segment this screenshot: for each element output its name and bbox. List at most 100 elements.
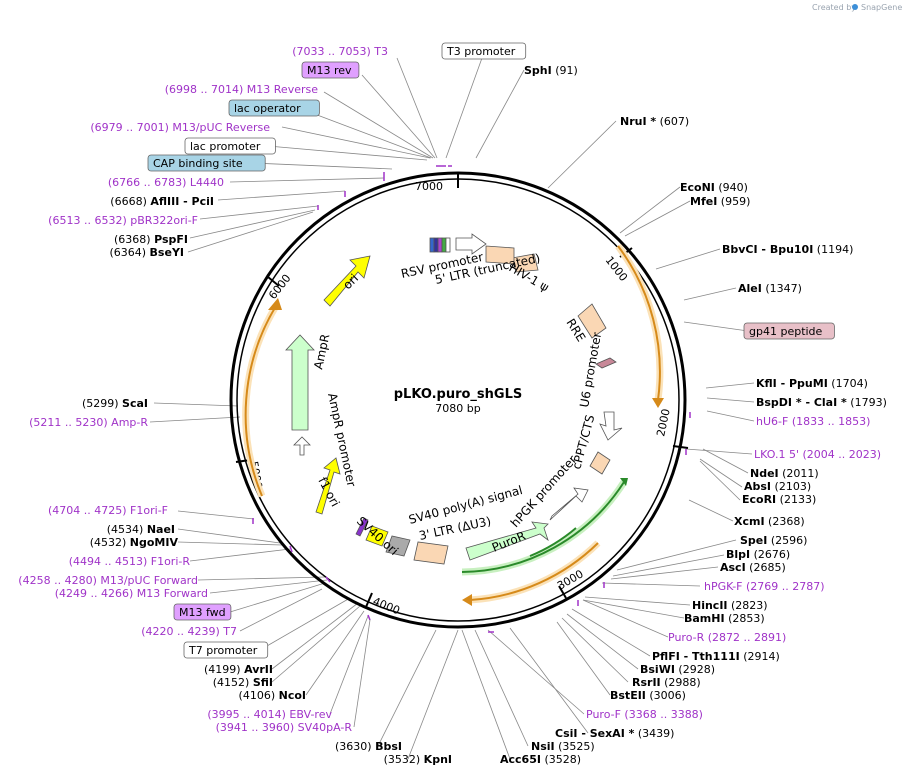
restriction-site-label: (4534) NaeI (107, 523, 175, 536)
primer-label: (7033 .. 7053) T3 (292, 45, 388, 58)
feature-box-label: lac operator (234, 102, 301, 115)
primer-label: (4494 .. 4513) F1ori-R (69, 555, 191, 568)
snapgene-logo-icon (852, 4, 858, 10)
u6-promoter-arrow (599, 411, 623, 441)
primer-label: (5211 .. 5230) Amp-R (29, 416, 148, 429)
restriction-site-label: (6364) BseYI (109, 246, 184, 259)
restriction-site-label: (3532) KpnI (384, 753, 452, 766)
restriction-site-label: RsrII (2988) (632, 676, 701, 689)
restriction-site-label: SpeI (2596) (740, 534, 807, 547)
restriction-site-label: NruI * (607) (620, 115, 689, 128)
feature-shapes (285, 233, 623, 565)
tick-label: 2000 (654, 408, 673, 438)
restriction-site-label: HincII (2823) (692, 599, 768, 612)
restriction-site-label: (4106) NcoI (239, 689, 306, 702)
restriction-site-label: Acc65I (3528) (500, 753, 581, 766)
primer-label: (6979 .. 7001) M13/pUC Reverse (90, 121, 270, 134)
primer-markers (252, 165, 691, 633)
direction-arcs (242, 243, 664, 604)
hpgk-promoter-arrow (549, 487, 589, 521)
feature-u6-promoter: U6 promoter (577, 331, 604, 408)
primer-label: (4220 .. 4239) T7 (141, 625, 237, 638)
feature-box-label: lac promoter (190, 140, 261, 153)
primer-label: (3995 .. 4014) EBV-rev (207, 708, 332, 721)
cap-site-marker (433, 237, 439, 253)
feature-box-label: M13 rev (307, 64, 352, 77)
restriction-site-label: KflI - PpuMI (1704) (756, 377, 868, 390)
sv40-ori-marker (355, 517, 369, 537)
cppt-shape (589, 451, 611, 475)
feature-ampr: AmpR (311, 333, 332, 371)
plasmid-name: pLKO.puro_shGLS (394, 387, 523, 402)
restriction-site-label: BbvCI - Bpu10I (1194) (722, 243, 853, 256)
primer-label: hU6-F (1833 .. 1853) (756, 415, 870, 428)
restriction-site-label: NdeI (2011) (750, 467, 819, 480)
snapgene-credit: Created by SnapGene (812, 3, 902, 12)
sv40-ori-shape (365, 525, 389, 547)
restriction-site-label: MfeI (959) (690, 195, 750, 208)
restriction-site-label: BlpI (2676) (726, 548, 790, 561)
feature-box-label: M13 fwd (179, 606, 226, 619)
restriction-site-label: BspDI * - ClaI * (1793) (756, 396, 887, 409)
primer-label: Puro-R (2872 .. 2891) (668, 631, 786, 644)
restriction-site-label: (4152) SfiI (213, 676, 273, 689)
lac-operator-marker (429, 237, 435, 253)
primer-label: (6513 .. 6532) pBR322ori-F (48, 214, 198, 227)
restriction-site-label: XcmI (2368) (734, 515, 805, 528)
restriction-site-label: BamHI (2853) (684, 612, 765, 625)
restriction-site-label: NsiI (3525) (531, 740, 595, 753)
restriction-site-label: BstEII (3006) (610, 689, 686, 702)
primer-label: hPGK-F (2769 .. 2787) (704, 580, 825, 593)
primer-label: (6766 .. 6783) L4440 (108, 176, 224, 189)
restriction-site-label: AleI (1347) (738, 282, 802, 295)
primer-label: (4258 .. 4280) M13/pUC Forward (18, 574, 198, 587)
ampr-arrow (285, 334, 315, 431)
restriction-site-label: BsiWI (2928) (640, 663, 715, 676)
sv40-polya-shape (385, 535, 411, 557)
restriction-site-label: (5299) ScaI (82, 397, 148, 410)
feature-box (441, 42, 527, 60)
tick-label: 7000 (415, 180, 443, 193)
gp41-marker (595, 357, 617, 369)
t3-marker (441, 237, 447, 253)
restriction-site-label: SphI (91) (524, 64, 578, 77)
restriction-site-label: (6368) PspFI (114, 233, 188, 246)
arc-arrowheads (268, 298, 664, 606)
rre-shape (577, 303, 607, 339)
rsv-promoter-arrow (455, 233, 487, 255)
primer-label: (4249 .. 4266) M13 Forward (55, 587, 208, 600)
restriction-site-label: (6668) AflIII - PciI (110, 195, 214, 208)
credit-brand: SnapGene (861, 3, 902, 12)
restriction-site-label: (3630) BbsI (335, 740, 402, 753)
feature-sv40-ori: SV40 ori (354, 514, 401, 558)
feature-box (147, 154, 266, 172)
feature-box-label: T3 promoter (446, 45, 516, 58)
primer-label: (3941 .. 3960) SV40pA-R (216, 721, 353, 734)
feature-box (183, 641, 269, 659)
restriction-site-label: AscI (2685) (720, 561, 786, 574)
feature-box (173, 603, 232, 621)
feature-box-label: CAP binding site (153, 157, 243, 170)
feature-box (743, 322, 835, 340)
m13-marker (437, 237, 443, 253)
label-leader-lines (149, 57, 755, 760)
restriction-site-label: EcoRI (2133) (742, 493, 816, 506)
tick-label: 6000 (266, 272, 293, 302)
ltr5-shape (485, 245, 515, 265)
plasmid-title: pLKO.puro_shGLS 7080 bp (394, 387, 523, 415)
hiv-psi-shape (511, 253, 539, 273)
primer-label: Puro-F (3368 .. 3388) (586, 708, 703, 721)
ampr-promoter-arrow (293, 436, 311, 456)
feature-box-label: gp41 peptide (749, 325, 823, 338)
primer-label: LKO.1 5' (2004 .. 2023) (754, 448, 881, 461)
ltr3-shape (413, 541, 449, 565)
restriction-site-label: PflFI - Tth111I (2914) (652, 650, 780, 663)
puror-arrow (465, 521, 549, 561)
feature-puror: PuroR (490, 529, 528, 555)
restriction-site-label: AbsI (2103) (744, 480, 811, 493)
feature-box (301, 61, 360, 79)
primer-label: (4704 .. 4725) F1ori-F (48, 504, 168, 517)
feature-box (184, 137, 276, 155)
